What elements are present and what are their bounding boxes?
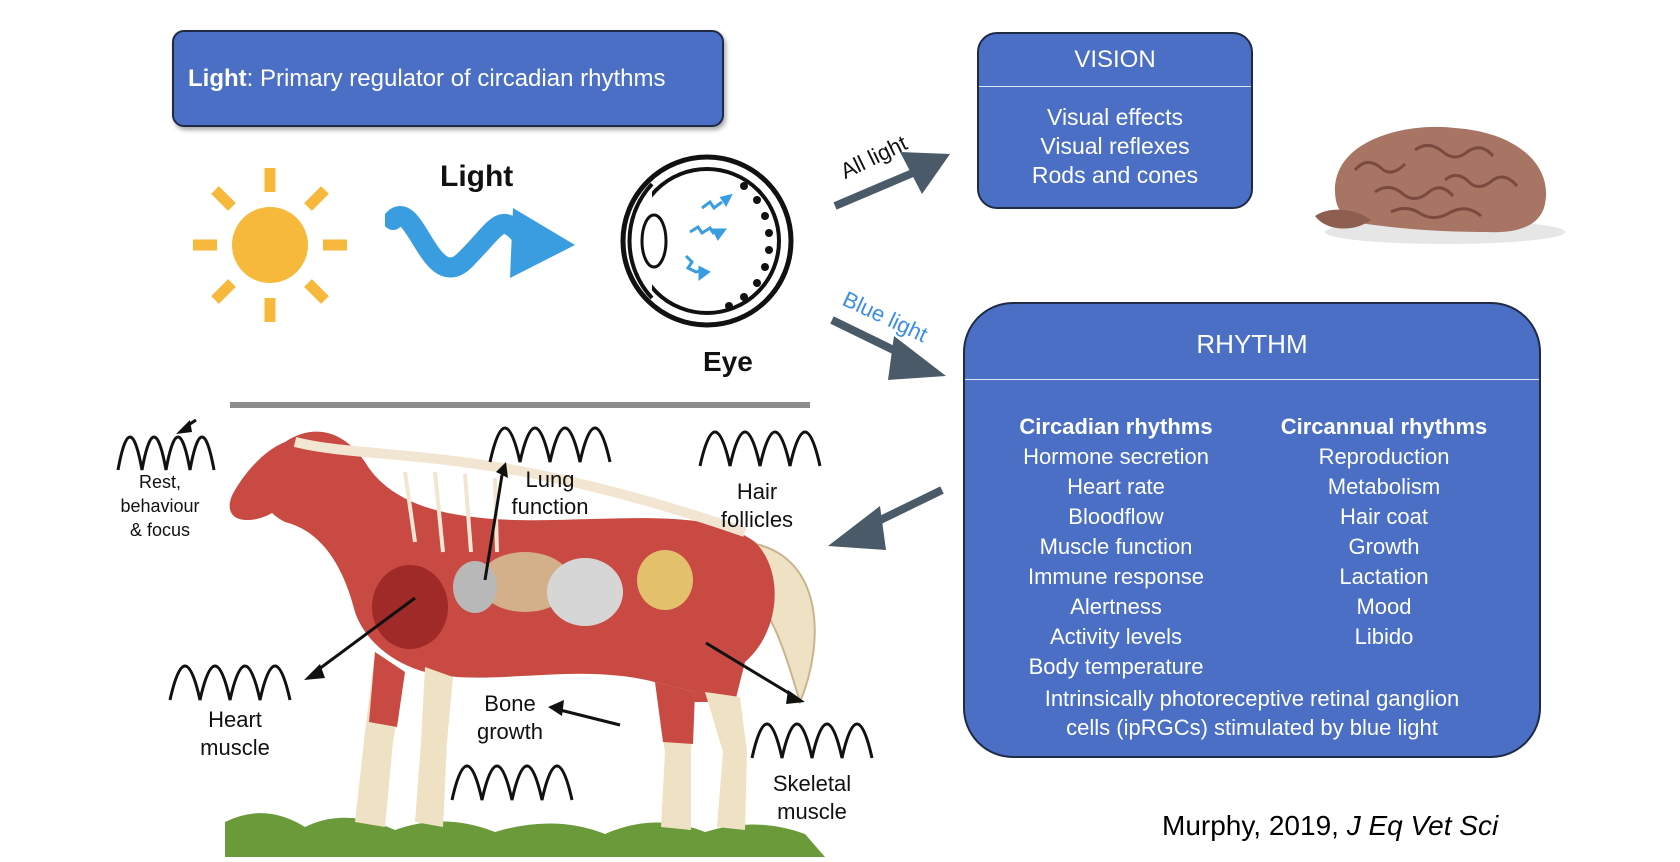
bone-label-line: growth (476, 719, 544, 744)
rhythm-footer-line: Intrinsically photoreceptive retinal gan… (1044, 686, 1460, 711)
circannual-item: Libido (1354, 624, 1414, 649)
bone-label-line: Bone (484, 691, 536, 716)
circadian-item: Body temperature (1028, 654, 1204, 679)
brain-image (1315, 126, 1565, 244)
blue-light-arrow-icon (830, 316, 946, 380)
hair-label-line: Hair (736, 479, 778, 504)
vision-box: VISION Visual effects Visual reflexes Ro… (977, 32, 1253, 209)
circannual-item: Growth (1348, 534, 1420, 559)
circadian-item: Heart rate (1067, 474, 1165, 499)
circadian-item: Alertness (1070, 594, 1162, 619)
sun-icon (193, 168, 347, 322)
circadian-item: Muscle function (1039, 534, 1193, 559)
title-rest: : Primary regulator of circadian rhythms (246, 64, 666, 92)
section-divider (230, 402, 810, 408)
circannual-heading: Circannual rhythms (1280, 414, 1488, 439)
rhythm-footer: Intrinsically photoreceptive retinal gan… (965, 684, 1539, 742)
heart-label: Heart muscle (180, 706, 290, 762)
light-wave-arrow-icon (385, 206, 575, 278)
title-bold: Light (188, 64, 247, 92)
heart-label-line: muscle (200, 735, 270, 760)
vision-item: Visual reflexes (1040, 133, 1190, 159)
circannual-item: Metabolism (1327, 474, 1441, 499)
vision-item: Rods and cones (1031, 162, 1199, 188)
skeletal-label-line: Skeletal (772, 771, 852, 796)
bone-label: Bone growth (455, 690, 565, 746)
rhythm-heading: RHYTHM (965, 304, 1539, 380)
vision-list: Visual effects Visual reflexes Rods and … (979, 87, 1251, 190)
citation: Murphy, 2019, J Eq Vet Sci (1162, 810, 1498, 842)
skeletal-label: Skeletal muscle (757, 770, 867, 826)
rhythm-footer-line: cells (ipRGCs) stimulated by blue light (1066, 715, 1438, 740)
circannual-item: Lactation (1339, 564, 1429, 589)
lung-label: Lung function (495, 466, 605, 520)
vision-heading: VISION (979, 34, 1251, 87)
citation-author: Murphy, 2019, (1162, 810, 1347, 841)
lung-label-line: Lung (525, 467, 575, 492)
citation-journal: J Eq Vet Sci (1346, 810, 1499, 841)
heart-label-line: Heart (208, 707, 262, 732)
eye-label: Eye (703, 346, 753, 377)
vision-item: Visual effects (1047, 104, 1183, 130)
rest-label-line: Rest, (138, 472, 181, 492)
circannual-item: Reproduction (1318, 444, 1450, 469)
circannual-item: Hair coat (1339, 504, 1429, 529)
skeletal-label-line: muscle (777, 799, 847, 824)
circadian-item: Bloodflow (1068, 504, 1164, 529)
circadian-item: Immune response (1027, 564, 1205, 589)
eye-icon (620, 154, 794, 328)
horse-anatomy-image (225, 431, 825, 857)
rhythm-box: RHYTHM Circadian rhythms Hormone secreti… (963, 302, 1541, 758)
circannual-column: Circannual rhythms Reproduction Metaboli… (1259, 412, 1509, 682)
light-label: Light (440, 160, 514, 193)
circadian-item: Activity levels (1049, 624, 1183, 649)
circadian-heading: Circadian rhythms (1019, 414, 1213, 439)
circadian-column: Circadian rhythms Hormone secretion Hear… (991, 412, 1241, 682)
rest-label: Rest, behaviour & focus (110, 470, 210, 542)
circannual-item: Mood (1356, 594, 1412, 619)
hair-label-line: follicles (720, 507, 794, 532)
title-box: Light: Primary regulator of circadian rh… (172, 30, 724, 127)
lung-label-line: function (511, 494, 589, 519)
circadian-item: Hormone secretion (1023, 444, 1209, 469)
rest-label-line: behaviour (120, 496, 200, 516)
rhythm-to-body-arrow-icon (828, 486, 944, 550)
all-light-arrow-icon (833, 152, 950, 210)
hair-label: Hair follicles (702, 478, 812, 534)
rest-label-line: & focus (129, 520, 191, 540)
